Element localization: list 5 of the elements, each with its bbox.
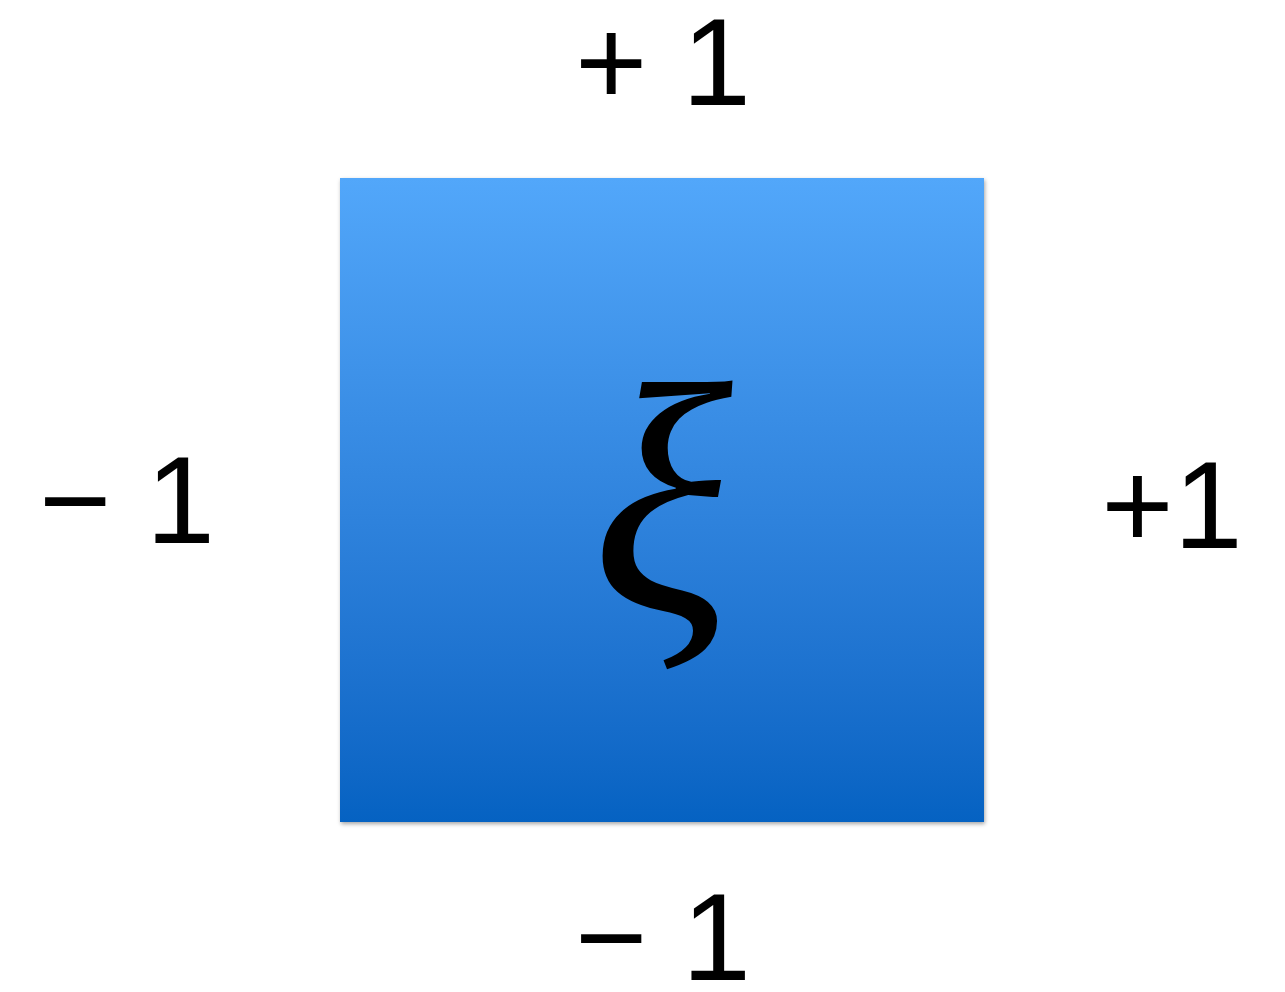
- value-label: − 1: [39, 438, 215, 562]
- value-label: − 1: [575, 875, 751, 992]
- gradient-square: [340, 178, 984, 822]
- value-label: + 1: [575, 0, 751, 124]
- value-label: +1: [1101, 443, 1243, 567]
